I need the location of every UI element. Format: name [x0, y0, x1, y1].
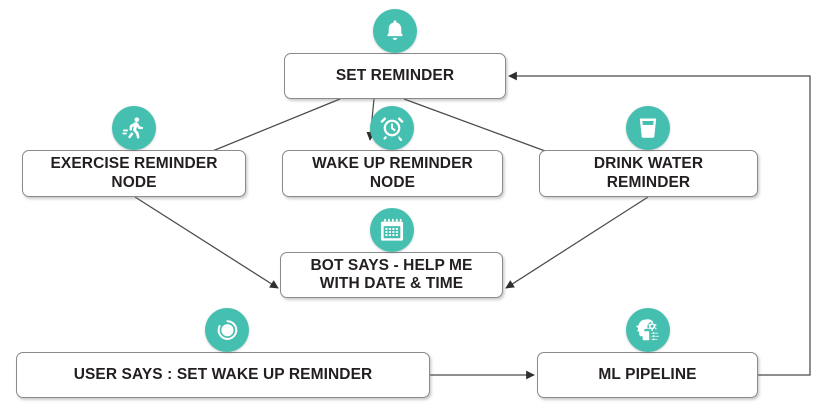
node-drink-water-reminder-label: DRINK WATER REMINDER	[593, 155, 704, 191]
water-glass-icon	[626, 106, 670, 150]
stopwatch-icon	[205, 308, 249, 352]
node-wake-up-reminder-label: WAKE UP REMINDER NODE	[312, 155, 473, 191]
node-ml-pipeline[interactable]: ML PIPELINE	[537, 352, 758, 398]
edge-drink-water-to-bot-says	[505, 196, 649, 289]
node-ml-pipeline-label: ML PIPELINE	[598, 365, 697, 383]
edge-exercise-to-bot-says	[134, 196, 279, 289]
node-set-reminder[interactable]: SET REMINDER	[284, 53, 506, 99]
node-set-reminder-label: SET REMINDER	[335, 66, 455, 84]
node-exercise-reminder[interactable]: EXERCISE REMINDER NODE	[22, 150, 246, 197]
node-drink-water-reminder[interactable]: DRINK WATER REMINDER	[539, 150, 758, 197]
node-wake-up-reminder[interactable]: WAKE UP REMINDER NODE	[282, 150, 503, 197]
node-bot-says-label: BOT SAYS - HELP ME WITH DATE & TIME	[310, 256, 473, 292]
ai-head-gear-icon	[626, 308, 670, 352]
node-exercise-reminder-label: EXERCISE REMINDER NODE	[50, 155, 218, 191]
node-user-says[interactable]: USER SAYS : SET WAKE UP REMINDER	[16, 352, 430, 398]
bell-icon	[373, 9, 417, 53]
node-user-says-label: USER SAYS : SET WAKE UP REMINDER	[73, 365, 373, 383]
running-person-icon	[112, 106, 156, 150]
calendar-icon	[370, 208, 414, 252]
node-bot-says[interactable]: BOT SAYS - HELP ME WITH DATE & TIME	[280, 252, 503, 298]
alarm-clock-icon	[370, 106, 414, 150]
